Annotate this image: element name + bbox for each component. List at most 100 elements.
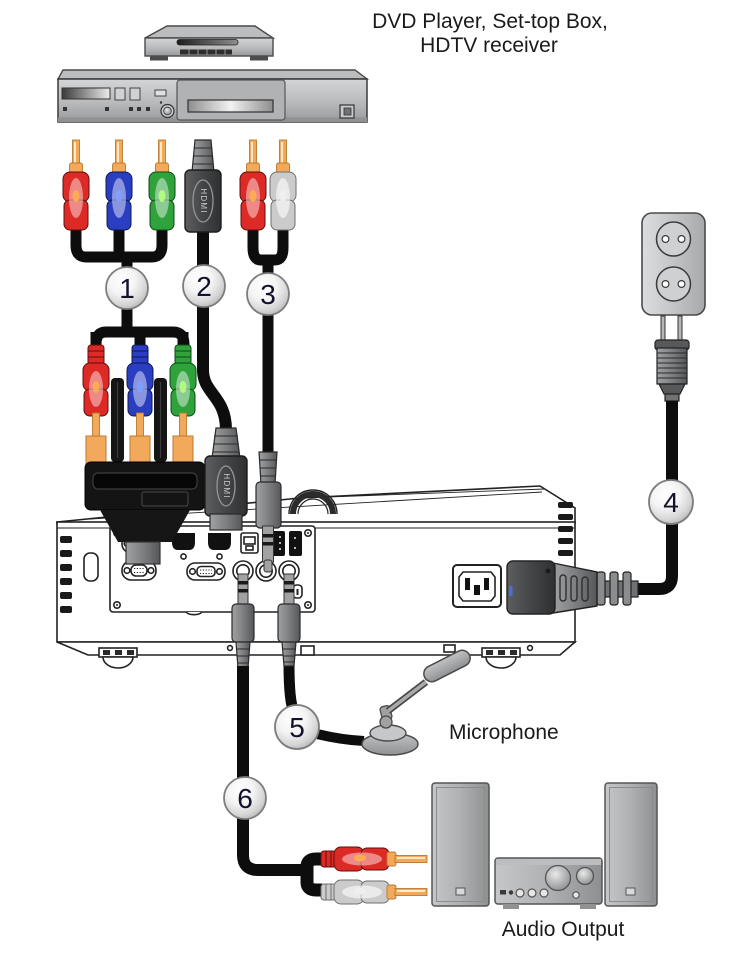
hdmi-label-up: HDMI — [199, 188, 208, 213]
c13-rib — [622, 571, 632, 606]
foot — [150, 56, 168, 61]
dvd-knob-inner — [163, 106, 172, 116]
outlet-socket-bottom — [655, 266, 692, 302]
bottom-screw — [226, 644, 234, 652]
rca-plug-red-up — [239, 139, 267, 231]
socket-hole — [677, 280, 686, 289]
callout-6-number: 6 — [237, 783, 253, 814]
usb-port — [240, 532, 259, 554]
c13-slot — [559, 574, 567, 602]
power-inlet — [452, 564, 502, 608]
microphone-device — [283, 649, 471, 756]
projector-tab — [443, 644, 456, 653]
power-cable — [634, 401, 678, 595]
speaker-left — [431, 782, 490, 907]
callout-2-number: 2 — [196, 271, 212, 302]
c13-label-mark — [509, 586, 513, 596]
component-plug-blue-down — [126, 332, 154, 441]
callout-5-number: 5 — [289, 712, 305, 743]
outlet-socket-top — [655, 221, 692, 257]
amp-buttons — [500, 888, 580, 899]
projector-foot-right — [481, 647, 521, 669]
rca-plug-white-out — [320, 879, 428, 905]
rca-plug-red-out — [320, 846, 428, 872]
component-plug-red-up — [62, 139, 90, 231]
mini-jack-plug-down — [255, 451, 282, 573]
component-plug-red-down — [82, 332, 110, 441]
amp-knob-large — [544, 864, 572, 892]
lens-ring-inner — [297, 498, 329, 515]
amp-knob-small — [575, 866, 595, 886]
dvd-button-small — [154, 89, 167, 97]
speaker-right-logo — [625, 887, 636, 896]
c13-slot — [581, 576, 589, 602]
dvd-tray-slot — [187, 99, 274, 113]
serial-port — [186, 562, 226, 581]
dvd-led — [159, 101, 163, 104]
c13-slot — [570, 575, 578, 602]
set-top-box-top — [144, 25, 276, 39]
callout-2-hdmi: 2 — [182, 264, 226, 308]
rca-plug-white-up — [269, 139, 297, 231]
socket-hole — [661, 280, 670, 289]
audio-cable-bus — [247, 228, 289, 266]
amp-foot — [503, 904, 519, 909]
component-plug-blue-up — [105, 139, 133, 231]
callout-5-microphone: 5 — [274, 704, 320, 750]
hdmi-plug-up: HDMI — [184, 139, 222, 233]
hdmi-cable-line — [197, 230, 232, 431]
microphone-label: Microphone — [449, 721, 559, 744]
audio-output-cable — [231, 573, 428, 905]
amp-foot — [580, 904, 596, 909]
component-cable — [62, 139, 206, 565]
panel-notch — [185, 611, 203, 616]
mic-plug — [277, 573, 301, 667]
projector-left-vents — [60, 536, 72, 613]
stereo-system — [431, 782, 658, 909]
socket-hole — [661, 235, 670, 244]
callout-3-audio-rca: 3 — [246, 272, 290, 316]
dvd-top — [56, 69, 370, 80]
mic-capsule — [423, 649, 471, 683]
mini-jack-plug-out — [231, 573, 255, 669]
set-top-box — [144, 25, 276, 61]
foot — [250, 56, 268, 61]
hdmi-port-2 — [208, 533, 231, 550]
mic-joint — [379, 715, 393, 729]
disc-slot — [176, 39, 239, 46]
hdmi-screw-2 — [216, 553, 223, 560]
dvd-tiny-buttons — [63, 107, 150, 111]
projector-foot-left — [98, 647, 138, 669]
hdmi-screw-1 — [180, 553, 187, 560]
hdmi-port-1 — [172, 533, 195, 550]
power-cord — [506, 212, 706, 615]
dvd-power-button-inner — [343, 107, 352, 116]
plug-prong — [677, 315, 683, 343]
lens-ring-dark — [290, 491, 336, 515]
projector-side-tab — [83, 552, 99, 582]
speaker-right — [604, 782, 658, 907]
callout-4-power-cord: 4 — [648, 479, 694, 525]
source-device-label-line1: DVD Player, Set-top Box, — [372, 10, 608, 33]
c13-rib — [609, 571, 619, 606]
projector-right-vents — [558, 502, 573, 556]
plug-taper — [658, 383, 686, 395]
component-plug-green-down — [169, 332, 197, 441]
socket-hole — [677, 235, 686, 244]
plug-ribs — [657, 352, 687, 379]
callout-4-number: 4 — [663, 487, 679, 518]
hdmi-plug-down: HDMI — [204, 427, 248, 531]
vga-port-2 — [121, 560, 157, 581]
source-device-label-line2: HDTV receiver — [420, 34, 558, 57]
speaker-left-logo — [455, 887, 466, 896]
dvd-button — [114, 87, 126, 101]
set-top-box-vents — [180, 49, 232, 55]
c13-screw — [545, 568, 551, 574]
mic-cable-2 — [315, 729, 365, 746]
audio-output-label: Audio Output — [502, 918, 625, 941]
callout-1-component-video: 1 — [105, 266, 149, 310]
projector-tab — [300, 645, 315, 656]
lens-ring-icon — [288, 489, 338, 515]
c13-body — [506, 560, 556, 615]
